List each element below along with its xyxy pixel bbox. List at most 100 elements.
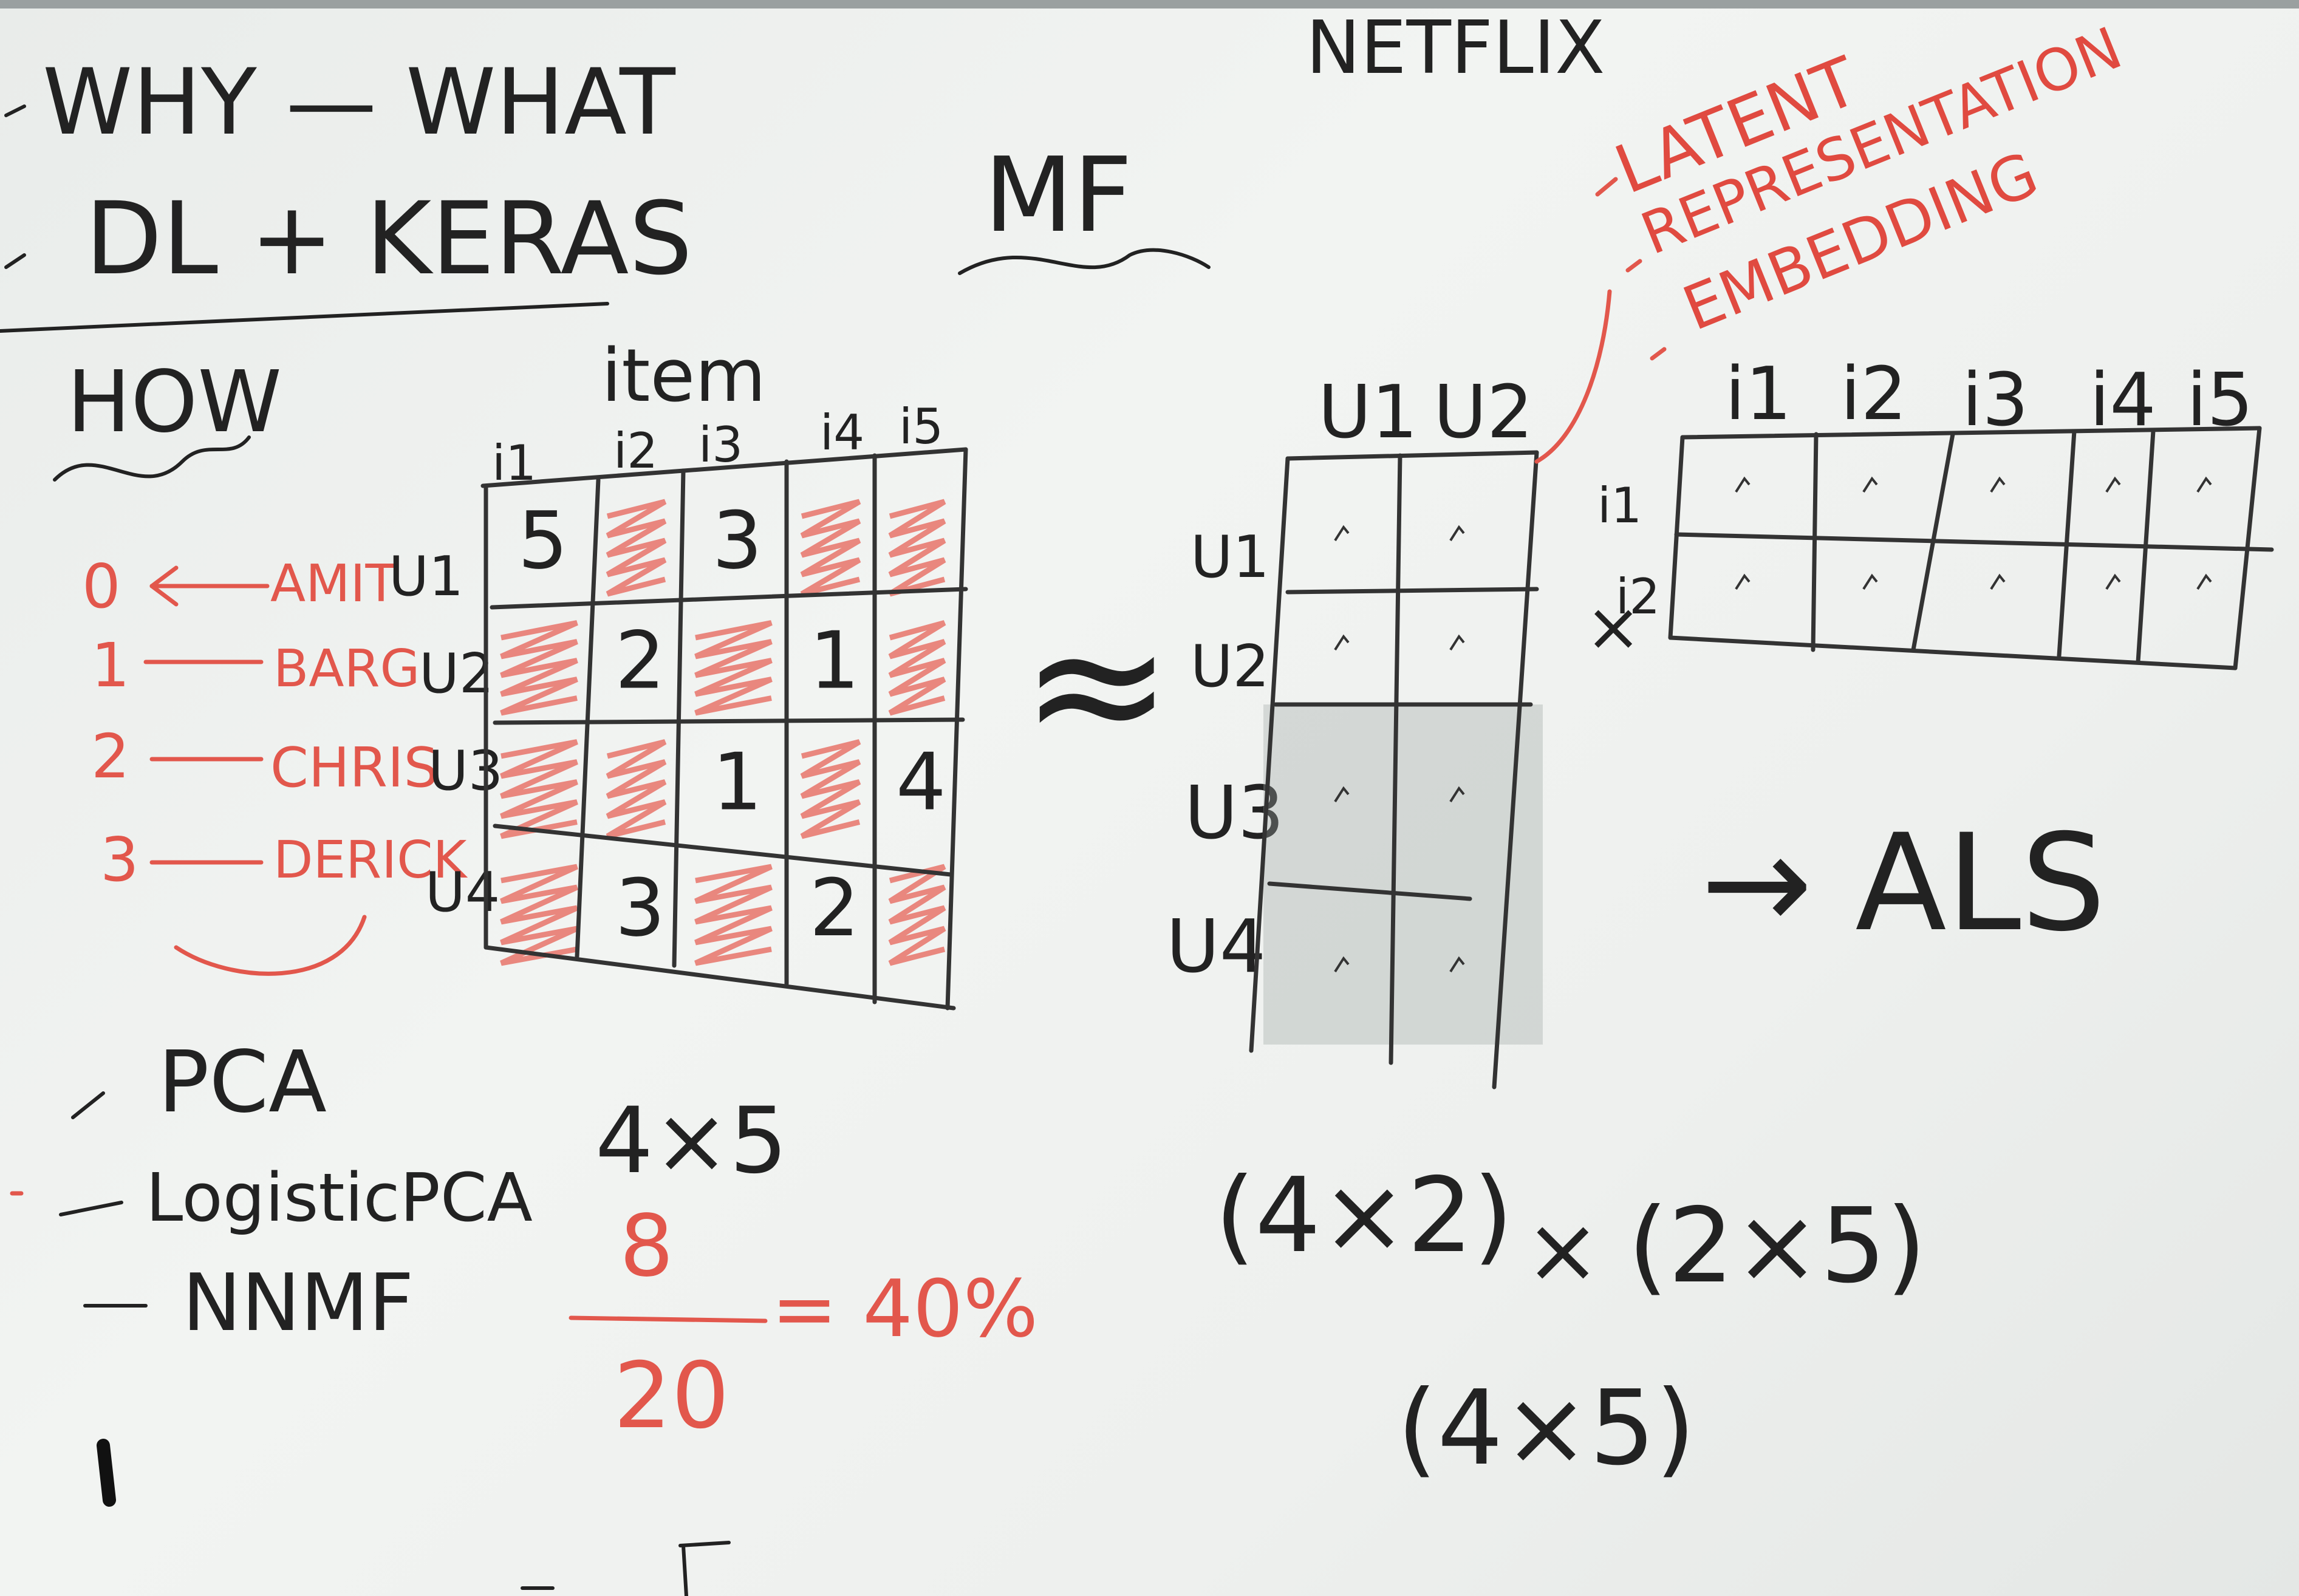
missing-rating-hatch bbox=[888, 620, 946, 716]
user-latent-matrix: U1 U2 U1 U2 U3 U4 bbox=[1166, 370, 1543, 1090]
sparsity-denominator: 20 bbox=[613, 1343, 729, 1449]
item-col-label: i2 bbox=[1840, 352, 1907, 437]
item-header: i2 bbox=[613, 423, 658, 479]
latent-value-mark bbox=[2196, 573, 2212, 590]
user-row-label: U4 bbox=[425, 861, 500, 924]
sparsity-numerator: 8 bbox=[620, 1197, 674, 1296]
latent-value-mark bbox=[1334, 525, 1350, 542]
missing-rating-hatch bbox=[800, 739, 861, 839]
user-row-label: U1 bbox=[389, 545, 463, 609]
arrow-head bbox=[149, 584, 179, 607]
sparsity-result: = 40% bbox=[771, 1263, 1038, 1355]
how-label: HOW bbox=[67, 353, 282, 452]
product-left: (4×2) bbox=[1215, 1156, 1513, 1276]
latent-value-mark bbox=[1990, 476, 2006, 493]
latent-col-label: U1 bbox=[1318, 370, 1418, 455]
missing-rating-hatch bbox=[500, 620, 578, 716]
latent-value-mark bbox=[1449, 786, 1465, 803]
product-right: (2×5) bbox=[1628, 1186, 1926, 1306]
rating-value: 1 bbox=[810, 615, 860, 707]
user-name-chris: CHRIS bbox=[270, 736, 439, 800]
user-name-barg: BARG bbox=[273, 639, 420, 699]
latent-value-mark bbox=[1735, 476, 1751, 493]
method-logistic-pca: LogisticPCA bbox=[146, 1159, 533, 1236]
rating-value: 2 bbox=[615, 615, 666, 707]
how-underline bbox=[53, 435, 251, 482]
user-index-1: 1 bbox=[91, 630, 130, 701]
note-connector bbox=[1534, 289, 1612, 464]
user-name-amit: AMIT bbox=[270, 554, 398, 614]
dash-mark bbox=[4, 253, 26, 269]
topic-dl-keras: DL + KERAS bbox=[85, 180, 692, 297]
marker-dot bbox=[97, 1439, 116, 1507]
item-header: i4 bbox=[820, 404, 864, 461]
user-index-2: 2 bbox=[91, 721, 130, 792]
user-row-label: U2 bbox=[419, 642, 494, 706]
missing-rating-hatch bbox=[800, 499, 861, 597]
product-times: × bbox=[1525, 1198, 1601, 1303]
latent-value-mark bbox=[1862, 573, 1878, 590]
method-nnmf: NNMF bbox=[182, 1257, 414, 1349]
erased-smudge bbox=[1263, 704, 1543, 1045]
rating-value: 3 bbox=[615, 862, 666, 954]
partial-mark bbox=[678, 1541, 731, 1547]
latent-value-mark bbox=[1334, 786, 1350, 803]
missing-rating-hatch bbox=[606, 499, 667, 597]
arrow-head bbox=[149, 565, 179, 588]
item-label: item bbox=[601, 334, 766, 418]
rating-value: 5 bbox=[518, 494, 569, 587]
user-index-3: 3 bbox=[100, 824, 139, 895]
latent-value-mark bbox=[1449, 956, 1465, 973]
item-header: i5 bbox=[899, 398, 943, 455]
missing-rating-hatch bbox=[694, 864, 773, 966]
item-row-label: i1 bbox=[1597, 477, 1642, 534]
missing-rating-hatch bbox=[694, 620, 773, 716]
rating-value: 4 bbox=[896, 736, 946, 828]
latent-value-mark bbox=[1990, 573, 2006, 590]
item-row-label: i2 bbox=[1616, 568, 1660, 625]
board-frame-top bbox=[0, 0, 2299, 9]
rating-value: 2 bbox=[810, 862, 860, 954]
topic-why-what: WHY — WHAT bbox=[43, 50, 676, 155]
matrix-dims: 4×5 bbox=[595, 1088, 788, 1194]
latent-value-mark bbox=[1735, 573, 1751, 590]
item-col-label: i1 bbox=[1725, 352, 1792, 437]
latent-value-mark bbox=[2196, 476, 2212, 493]
latent-row-label: U1 bbox=[1190, 524, 1269, 591]
method-pca: PCA bbox=[158, 1033, 327, 1132]
mf-underline bbox=[958, 248, 1211, 275]
latent-row-label: U2 bbox=[1190, 633, 1269, 700]
latent-value-mark bbox=[1334, 634, 1350, 651]
curved-arrow bbox=[174, 915, 367, 976]
latent-value-mark bbox=[1449, 634, 1465, 651]
latent-notes: LATENT REPRESENTATION EMBEDDING bbox=[1534, 15, 2131, 464]
missing-rating-hatch bbox=[500, 864, 578, 966]
user-name-derick: DERICK bbox=[273, 830, 468, 890]
fraction-bar bbox=[569, 1315, 768, 1323]
latent-value-mark bbox=[2105, 573, 2121, 590]
rating-value: 3 bbox=[712, 494, 763, 587]
rating-value: 1 bbox=[712, 736, 763, 828]
times-mark: × bbox=[1585, 588, 1641, 666]
missing-rating-hatch bbox=[888, 864, 946, 966]
user-row-label: U3 bbox=[428, 739, 503, 803]
netflix-label: NETFLIX bbox=[1306, 6, 1605, 90]
missing-rating-hatch bbox=[888, 499, 946, 597]
topics-underline bbox=[0, 302, 609, 333]
item-col-label: i3 bbox=[1962, 358, 2029, 443]
product-result: (4×5) bbox=[1397, 1368, 1695, 1489]
als-label: → ALS bbox=[1701, 805, 2106, 961]
dash-mark bbox=[4, 104, 26, 117]
user-index-list: 0 AMIT 1 BARG 2 CHRIS 3 DERICK bbox=[82, 551, 468, 976]
partial-mark bbox=[682, 1544, 688, 1596]
missing-rating-hatch bbox=[606, 739, 667, 839]
latent-value-mark bbox=[2105, 476, 2121, 493]
latent-col-label: U2 bbox=[1433, 370, 1533, 455]
user-index-0: 0 bbox=[82, 551, 121, 622]
latent-row-label: U4 bbox=[1166, 905, 1266, 989]
latent-value-mark bbox=[1334, 956, 1350, 973]
mf-label: MF bbox=[984, 135, 1132, 256]
item-header: i3 bbox=[699, 417, 743, 473]
